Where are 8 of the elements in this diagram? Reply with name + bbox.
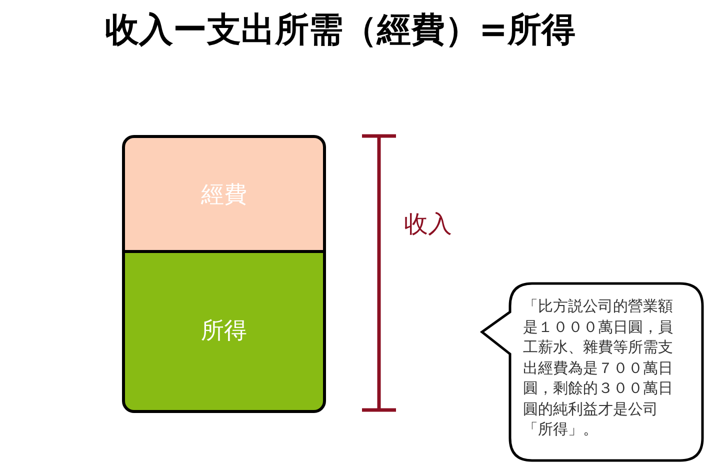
title: 收入ー支出所需（經費）=所得 <box>105 9 576 52</box>
speech-bubble <box>480 282 704 462</box>
band-label: 所得 <box>201 318 247 346</box>
lower-band-segment <box>122 250 326 413</box>
dimension-label: 收入 <box>404 209 452 240</box>
bubble-text: 「比方説公司的營業額是１０００萬日圓，員工薪水、雜費等所需支出經費為是７００萬日圓，剩餘的３００萬日圓的純利益才是公司「所得」。 <box>523 296 674 440</box>
upper-band-segment <box>122 135 326 253</box>
band-label: 經費 <box>201 182 247 210</box>
